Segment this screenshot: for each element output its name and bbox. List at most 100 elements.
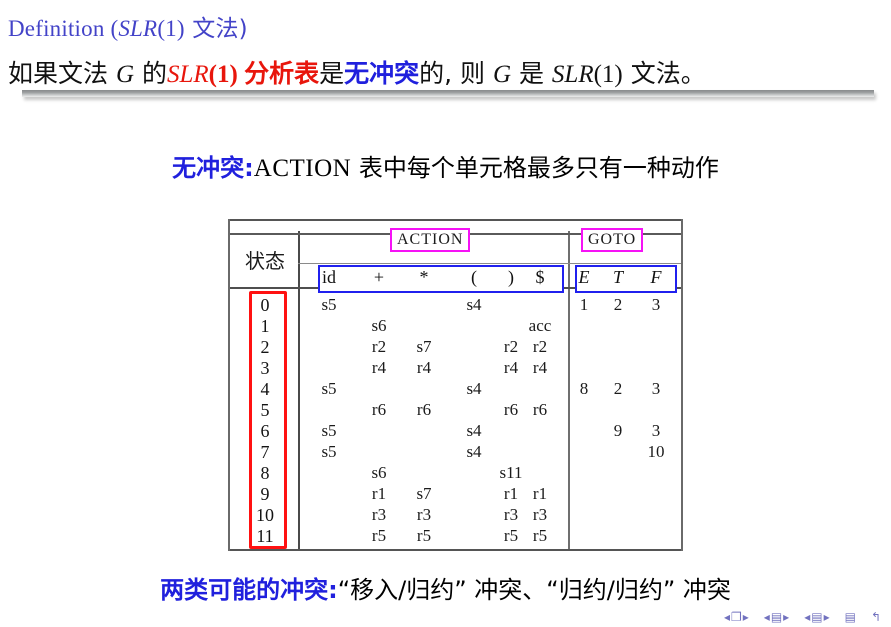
definition-block: Definition (SLR(1) 文法) 如果文法 G 的SLR(1) 分析… <box>0 0 891 90</box>
definition-body-slr2: SLR <box>551 61 594 88</box>
table-border-top <box>228 219 683 221</box>
state-number-6: 6 <box>260 421 270 441</box>
action-column-header-0: id <box>321 267 336 287</box>
action-cell-10-4: r3 <box>503 505 519 524</box>
action-column-header-5: $ <box>535 267 545 287</box>
goto-cell-7-2: 10 <box>647 442 665 461</box>
action-cell-5-2: r6 <box>416 400 432 419</box>
action-cell-5-4: r6 <box>503 400 519 419</box>
state-number-8: 8 <box>260 463 270 483</box>
action-cell-10-2: r3 <box>416 505 432 524</box>
definition-body-paren2: (1) <box>593 61 623 88</box>
nav-next-subsection-icon[interactable]: ▸ <box>823 610 830 624</box>
table-separator-goto-column <box>568 231 570 549</box>
definition-title-prefix: Definition ( <box>8 16 119 41</box>
action-column-header-box <box>318 265 564 293</box>
nav-frame-group[interactable]: ◂▤▸ <box>764 610 789 624</box>
action-cell-3-2: r4 <box>416 358 432 377</box>
table-border-right <box>681 219 683 551</box>
goto-cell-4-2: 3 <box>651 379 661 398</box>
action-cell-6-0: s5 <box>321 421 337 440</box>
action-cell-11-5: r5 <box>532 526 548 545</box>
state-number-4: 4 <box>260 379 270 399</box>
definition-body-grammar-g1: G <box>115 61 135 88</box>
goto-group-header: GOTO <box>581 228 644 252</box>
nav-subsection-group[interactable]: ◂▤▸ <box>804 610 829 624</box>
definition-body-seg1: 如果文法 <box>8 59 116 88</box>
nav-slide-icon[interactable]: ❐ <box>730 610 742 624</box>
nav-subsection-icon[interactable]: ▤ <box>811 610 823 624</box>
definition-title-math: SLR <box>118 16 158 41</box>
state-number-10: 10 <box>256 505 274 525</box>
conflict-label: 两类可能的冲突: <box>160 576 338 604</box>
action-cell-5-1: r6 <box>371 400 387 419</box>
nav-doc-icon[interactable]: ▤ <box>844 610 856 624</box>
table-separator-state-column <box>298 231 300 549</box>
goto-cell-6-2: 3 <box>651 421 661 440</box>
state-number-2: 2 <box>260 337 270 357</box>
action-cell-10-5: r3 <box>532 505 548 524</box>
goto-cell-0-1: 2 <box>613 295 623 314</box>
goto-column-header-e: E <box>578 267 590 287</box>
goto-column-header-t: T <box>612 267 623 287</box>
action-cell-0-0: s5 <box>321 295 337 314</box>
state-number-1: 1 <box>260 316 270 336</box>
no-conflict-statement: 无冲突:ACTION 表中每个单元格最多只有一种动作 <box>0 148 891 183</box>
action-cell-9-4: r1 <box>503 484 519 503</box>
definition-body-red-paren: (1) <box>208 61 245 88</box>
conflict-text: “移入/归约” 冲突、“归约/归约” 冲突 <box>337 576 731 604</box>
state-number-3: 3 <box>260 358 270 378</box>
nav-prev-subsection-icon[interactable]: ◂ <box>804 610 811 624</box>
definition-title-paren: (1) <box>157 16 185 41</box>
action-cell-6-3: s4 <box>466 421 482 440</box>
definition-body-seg5: 是 <box>511 59 552 88</box>
action-cell-3-1: r4 <box>371 358 387 377</box>
nav-slide-group[interactable]: ◂❐▸ <box>724 610 749 624</box>
state-number-9: 9 <box>260 484 270 504</box>
beamer-navigation-symbols[interactable]: ◂❐▸ ◂▤▸ ◂▤▸ ▤ ↰ <box>724 610 881 624</box>
action-cell-5-5: r6 <box>532 400 548 419</box>
conflict-types-statement: 两类可能的冲突:“移入/归约” 冲突、“归约/归约” 冲突 <box>0 570 891 605</box>
goto-column-header-f: F <box>650 267 662 287</box>
action-cell-9-2: s7 <box>416 484 432 503</box>
definition-body-seg4: 的, 则 <box>419 59 493 88</box>
table-border-left <box>228 219 230 551</box>
goto-cell-4-0: 8 <box>579 379 589 398</box>
definition-body-grammar-g2: G <box>492 61 512 88</box>
action-cell-4-3: s4 <box>466 379 482 398</box>
action-cell-2-5: r2 <box>532 337 548 356</box>
action-cell-8-4: s11 <box>499 463 523 482</box>
state-number-5: 5 <box>260 400 270 420</box>
goto-cell-4-1: 2 <box>613 379 623 398</box>
state-number-7: 7 <box>260 442 270 462</box>
action-cell-7-3: s4 <box>466 442 482 461</box>
definition-body-seg2: 的 <box>134 59 167 88</box>
state-column-highlight-box <box>249 291 287 549</box>
action-column-header-1: + <box>373 267 385 287</box>
goto-cell-0-2: 3 <box>651 295 661 314</box>
nav-next-slide-icon[interactable]: ▸ <box>742 610 749 624</box>
nav-back-icon[interactable]: ↰ <box>870 610 881 624</box>
nav-prev-slide-icon[interactable]: ◂ <box>723 610 730 624</box>
nav-next-frame-icon[interactable]: ▸ <box>783 610 790 624</box>
table-rule-group-header <box>298 263 681 264</box>
definition-title: Definition (SLR(1) 文法) <box>0 0 891 43</box>
action-cell-4-0: s5 <box>321 379 337 398</box>
action-cell-2-4: r2 <box>503 337 519 356</box>
no-conflict-label: 无冲突: <box>172 154 254 182</box>
definition-body-blue-cjk: 无冲突 <box>344 59 420 88</box>
state-column-header: 状态 <box>245 249 285 273</box>
goto-column-header-box <box>575 265 677 293</box>
action-cell-10-1: r3 <box>371 505 387 524</box>
state-number-11: 11 <box>256 526 274 546</box>
definition-title-cjk: 文法) <box>184 16 248 42</box>
action-group-header: ACTION <box>390 228 471 252</box>
nav-prev-frame-icon[interactable]: ◂ <box>763 610 770 624</box>
action-cell-11-4: r5 <box>503 526 519 545</box>
action-cell-11-1: r5 <box>371 526 387 545</box>
action-cell-8-1: s6 <box>371 463 387 482</box>
action-column-header-3: ( <box>471 267 477 287</box>
definition-body-seg3: 是 <box>319 59 345 88</box>
nav-frame-icon[interactable]: ▤ <box>770 610 783 624</box>
